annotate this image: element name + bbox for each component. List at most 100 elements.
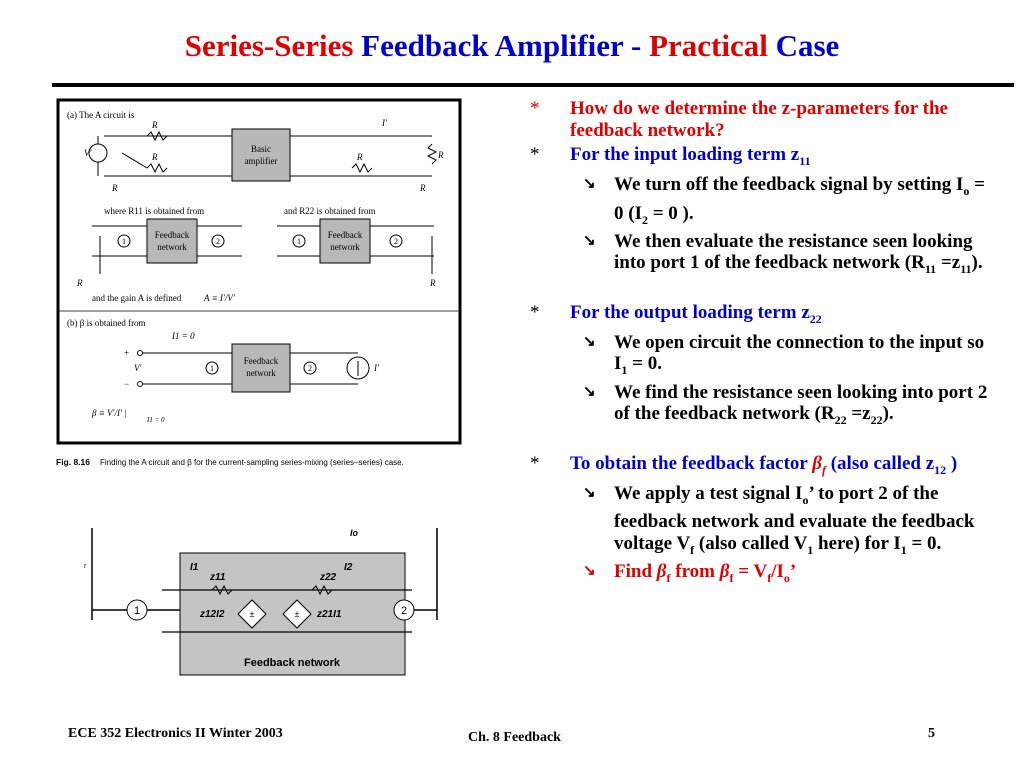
port-1-icon (126, 599, 148, 621)
resistor-icon (146, 162, 168, 174)
bullet-feedback-factor: * To obtain the feedback factor βf (also… (530, 452, 958, 477)
figure-8-16: (a) The A circuit is R R Basic amplifier… (56, 98, 462, 467)
svg-text:R: R (419, 183, 426, 193)
svg-text:1: 1 (122, 237, 126, 246)
z12i2-label: z12I2 (199, 609, 225, 620)
resistor-z11-icon (211, 584, 233, 596)
footer-page-number: 5 (928, 726, 935, 741)
sub-bullet-turn-off: ↘ We turn off the feedback signal by set… (583, 174, 985, 227)
port-2-label: 2 (401, 605, 407, 617)
z22-label: z22 (319, 572, 337, 583)
svg-text:R: R (151, 152, 158, 162)
bullet-input-loading-text: For the input loading term z (570, 144, 800, 165)
figure-label-a: (a) The A circuit is (67, 110, 135, 120)
title-divider (52, 83, 1014, 87)
svg-text:I1 = 0: I1 = 0 (146, 416, 165, 424)
bullet-feedback-factor-tail: (also called z (830, 452, 935, 474)
arrow-bullet-icon: ↘ (583, 333, 596, 350)
bullet-star-icon: * (530, 144, 540, 165)
svg-text:A ≡ I′/V′: A ≡ I′/V′ (203, 293, 236, 303)
bullet-output-loading-sub: 22 (809, 311, 822, 326)
bullet-feedback-factor-text: To obtain the feedback factor (570, 452, 808, 474)
svg-text:R: R (437, 150, 444, 160)
basic-amp-label-1: Basic (251, 144, 271, 154)
svg-text:−: − (124, 379, 129, 389)
arrow-bullet-icon: ↘ (583, 176, 596, 193)
sub-bullet-test-signal: ↘ We apply a test signal Io’ to port 2 o… (583, 482, 975, 557)
resistor-icon (351, 162, 373, 174)
fb-label-1: Feedback (155, 230, 190, 240)
svg-text:I′: I′ (373, 363, 380, 373)
sub-bullet-find-r22: ↘ We find the resistance seen looking in… (583, 381, 988, 428)
voltage-source-icon (88, 143, 108, 163)
slide-bullets: * How do we determine the z-parameters f… (530, 98, 990, 589)
bullet-input-loading-sub: 11 (799, 153, 811, 168)
basic-amp-label-2: amplifier (245, 156, 278, 166)
feedback-network-block (146, 218, 198, 264)
fb-label-4: network (330, 242, 360, 252)
sub-bullet-open-circuit: ↘ We open circuit the connection to the … (583, 331, 985, 378)
fb-label-3: Feedback (328, 230, 363, 240)
title-part-feedback: Feedback Amplifier (361, 28, 624, 63)
io-label: Io (350, 528, 359, 538)
title-part-dash: - (630, 28, 642, 63)
resistor-icon (426, 143, 438, 165)
port-1-label: 1 (134, 605, 140, 617)
figure-caption: Finding the A circuit and β for the curr… (100, 458, 404, 467)
feedback-network-block (319, 218, 371, 264)
footer-course: ECE 352 Electronics II Winter 2003 (68, 726, 283, 741)
slide-title: Series-Series Feedback Amplifier - Pract… (0, 28, 1024, 64)
figure-frame (56, 98, 462, 445)
bullet-star-icon: * (530, 98, 540, 119)
beta-symbol: βf (812, 452, 826, 477)
svg-text:2: 2 (394, 237, 398, 246)
feedback-network-zparam-figure: Io r 1 2 ± ± I1 z11 z22 I2 z12I2 z21I1 F… (84, 528, 438, 676)
bullet-feedback-factor-sub: 12 (934, 462, 947, 477)
svg-text:r: r (84, 563, 87, 570)
where-r11-text: where R11 is obtained from (104, 206, 204, 216)
svg-text:2: 2 (216, 237, 220, 246)
svg-text:V′: V′ (84, 148, 92, 158)
port-2-icon (393, 599, 415, 621)
arrow-bullet-icon: ↘ (583, 562, 596, 579)
fb-label-2: network (157, 242, 187, 252)
title-part-series: Series-Series (184, 28, 354, 63)
bullet-output-loading: * For the output loading term z22 (530, 302, 990, 330)
svg-text:I′: I′ (381, 118, 388, 128)
i1-zero-label: I1 = 0 (171, 331, 195, 341)
sub-bullet-find-beta: ↘ Find βf from βf = Vf/Io’ (583, 560, 797, 585)
feedback-network-block-b (231, 343, 291, 393)
bullet-z-params-text: How do we determine the z-parameters for… (570, 98, 948, 141)
fb-label-6: network (246, 368, 276, 378)
svg-text:R: R (76, 278, 83, 288)
i1-label: I1 (190, 562, 199, 573)
bullet-input-loading: * For the input loading term z11 (530, 144, 990, 172)
svg-text:1: 1 (297, 237, 301, 246)
title-part-practical: Practical (649, 28, 768, 63)
arrow-bullet-icon: ↘ (583, 484, 596, 501)
bullet-star-icon: * (530, 452, 540, 474)
svg-text:R: R (429, 278, 436, 288)
z11-label: z11 (209, 572, 226, 583)
svg-text:R: R (356, 152, 363, 162)
basic-amplifier-block (231, 128, 291, 182)
i2-label: I2 (344, 562, 353, 573)
bullet-z-params: * How do we determine the z-parameters f… (530, 98, 990, 141)
arrow-bullet-icon: ↘ (583, 383, 596, 400)
svg-text:±: ± (250, 609, 255, 619)
z21i1-label: z21I1 (316, 609, 342, 620)
resistor-z22-icon (311, 584, 333, 596)
resistor-icon (146, 130, 168, 142)
bullet-output-loading-text: For the output loading term z (570, 301, 810, 323)
dependent-source-1-icon (237, 599, 267, 629)
title-part-case: Case (775, 28, 840, 63)
svg-text:R: R (111, 183, 118, 193)
svg-text:+: + (124, 348, 129, 358)
svg-text:2: 2 (308, 364, 312, 373)
footer-chapter: Ch. 8 Feedback (468, 730, 561, 745)
bullet-star-icon: * (530, 301, 540, 323)
dependent-source-2-icon (282, 599, 312, 629)
svg-text:V′: V′ (134, 363, 142, 373)
and-r22-text: and R22 is obtained from (284, 206, 376, 216)
sub-bullet-evaluate-r11: ↘ We then evaluate the resistance seen l… (583, 230, 983, 277)
